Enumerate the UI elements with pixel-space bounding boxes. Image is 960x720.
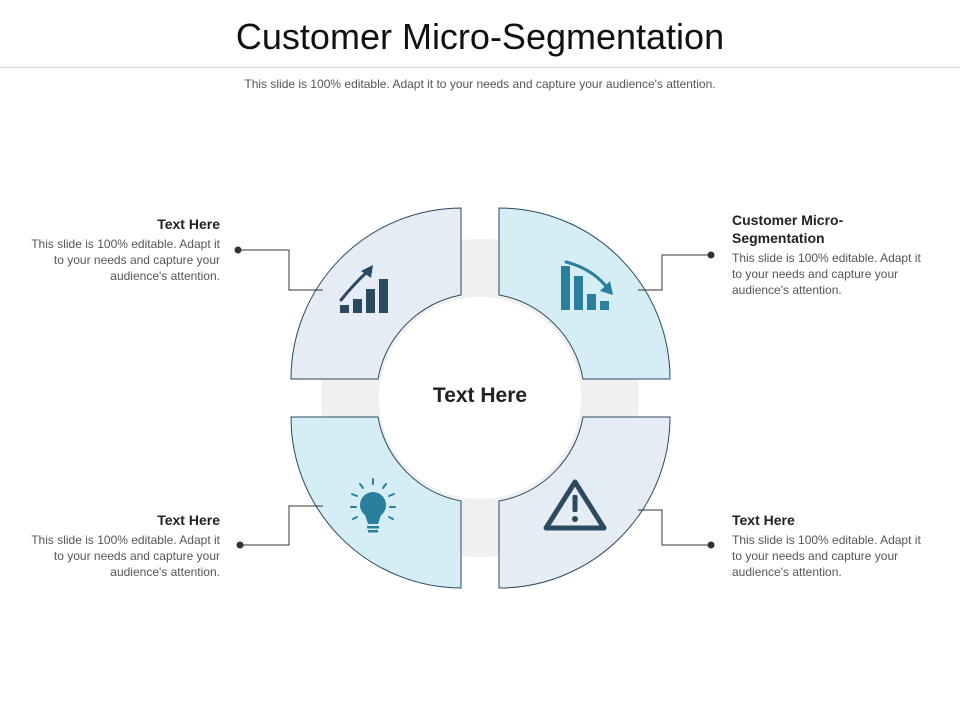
connector-dot-bottom-right	[707, 541, 715, 549]
connector-bottom-left	[240, 505, 323, 546]
segment-top-right[interactable]	[498, 207, 671, 380]
center-label: Text Here	[432, 384, 528, 407]
block-heading: Text Here	[157, 216, 220, 232]
block-body: This slide is 100% editable. Adapt it to…	[732, 251, 921, 297]
segment-bottom-right[interactable]	[498, 416, 671, 589]
block-heading: Text Here	[732, 512, 795, 528]
text-block-top-right: Customer Micro-Segmentation This slide i…	[732, 211, 932, 298]
ring-background	[321, 239, 639, 557]
text-block-bottom-right: Text Here This slide is 100% editable. A…	[732, 511, 932, 580]
block-body: This slide is 100% editable. Adapt it to…	[31, 237, 220, 283]
block-body: This slide is 100% editable. Adapt it to…	[732, 533, 921, 579]
slide-subtitle: This slide is 100% editable. Adapt it to…	[244, 77, 716, 91]
connector-bottom-right	[638, 509, 710, 546]
block-body: This slide is 100% editable. Adapt it to…	[31, 533, 220, 579]
slide-title: Customer Micro-Segmentation	[235, 16, 725, 57]
text-block-bottom-left: Text Here This slide is 100% editable. A…	[20, 511, 220, 580]
block-heading: Customer Micro-Segmentation	[732, 212, 844, 246]
growth-chart-icon	[339, 265, 388, 313]
title-divider	[0, 67, 960, 68]
connector-top-left	[238, 249, 323, 291]
text-block-top-left: Text Here This slide is 100% editable. A…	[20, 215, 220, 284]
segment-top-left[interactable]	[290, 207, 462, 380]
block-heading: Text Here	[157, 512, 220, 528]
lightbulb-icon	[350, 478, 396, 533]
connector-top-right	[638, 254, 710, 291]
connector-dot-bottom-left	[236, 541, 244, 549]
decline-chart-icon	[561, 260, 613, 310]
warning-icon	[543, 479, 607, 531]
connector-dot-top-right	[707, 251, 715, 259]
connector-dot-top-left	[234, 246, 242, 254]
